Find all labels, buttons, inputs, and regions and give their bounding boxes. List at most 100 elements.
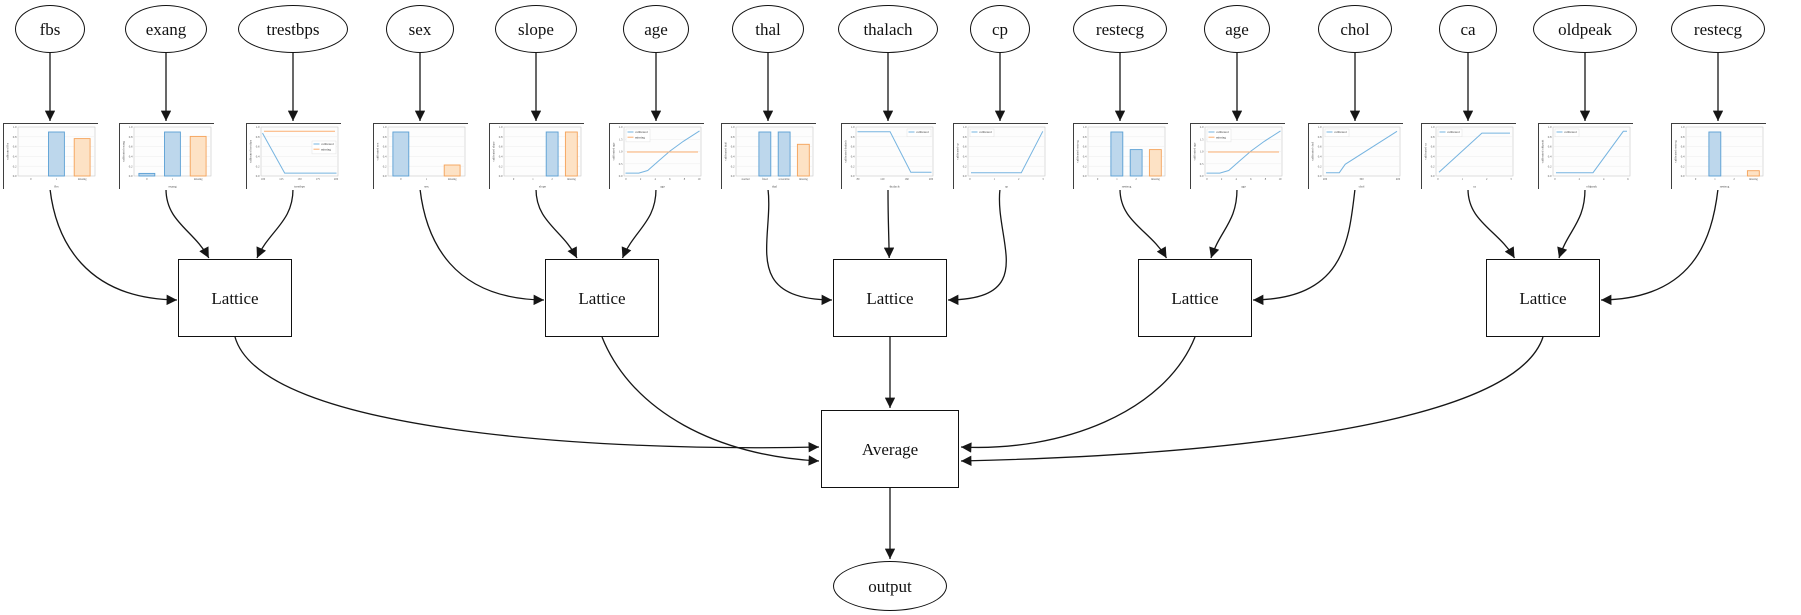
svg-text:1.0: 1.0	[962, 125, 966, 129]
feature-node-thal: thal	[732, 5, 804, 53]
svg-text:0.2: 0.2	[255, 164, 259, 168]
svg-text:0.0: 0.0	[12, 174, 16, 178]
lattice-node-2: Lattice	[545, 259, 659, 337]
svg-text:0: 0	[512, 178, 514, 181]
svg-text:age: age	[1241, 185, 1246, 189]
feature-node-trestbps: trestbps	[238, 5, 348, 53]
svg-text:0: 0	[1096, 178, 1098, 181]
svg-text:calibrated restecg: calibrated restecg	[1673, 140, 1677, 163]
feature-label: restecg	[1693, 19, 1743, 39]
svg-text:missing: missing	[1216, 135, 1226, 139]
svg-text:0.8: 0.8	[1317, 135, 1321, 139]
svg-text:exang: exang	[168, 185, 176, 189]
feature-label: thal	[755, 19, 781, 39]
svg-text:0.8: 0.8	[850, 135, 854, 139]
edge-lattice-5-to-average	[960, 336, 1544, 466]
svg-text:2: 2	[1017, 178, 1019, 181]
svg-text:calibrated restecg: calibrated restecg	[1075, 140, 1079, 163]
svg-text:0.2: 0.2	[1082, 164, 1086, 168]
edge-calibrator-8-to-lattice-3	[947, 188, 1007, 306]
svg-text:80: 80	[856, 178, 859, 181]
lattice-node-3: Lattice	[833, 259, 947, 337]
edge-calibrator-0-to-lattice-1	[49, 188, 178, 306]
plot-legend	[1324, 128, 1349, 137]
svg-text:4: 4	[654, 178, 656, 181]
svg-text:0: 0	[30, 178, 32, 181]
svg-text:160: 160	[904, 178, 909, 181]
svg-text:thalach: thalach	[889, 185, 899, 189]
svg-text:2: 2	[1733, 178, 1735, 181]
svg-text:0.0: 0.0	[850, 174, 854, 178]
svg-text:calibrated: calibrated	[1334, 130, 1347, 134]
svg-text:2: 2	[1135, 178, 1137, 181]
svg-text:calibrated cp: calibrated cp	[955, 143, 959, 160]
svg-text:0.2: 0.2	[850, 164, 854, 168]
svg-text:0.8: 0.8	[382, 135, 386, 139]
lattice-label: Lattice	[1171, 288, 1219, 308]
svg-text:0.6: 0.6	[962, 145, 966, 149]
svg-text:0.0: 0.0	[730, 174, 734, 178]
lattice-node-5: Lattice	[1486, 259, 1600, 337]
svg-text:normal: normal	[741, 178, 749, 181]
svg-text:0.2: 0.2	[498, 164, 502, 168]
feature-label: age	[1225, 19, 1249, 39]
edge-calibrator-7-to-lattice-3	[883, 188, 895, 259]
svg-text:missing: missing	[1151, 178, 1160, 181]
svg-text:0.0: 0.0	[1430, 174, 1434, 178]
feature-label: restecg	[1095, 19, 1145, 39]
lattice-label: Lattice	[578, 288, 626, 308]
svg-text:1.0: 1.0	[1082, 125, 1086, 129]
svg-text:6: 6	[669, 178, 671, 181]
svg-text:0.6: 0.6	[382, 145, 386, 149]
svg-text:1.0: 1.0	[1547, 125, 1551, 129]
svg-text:0.6: 0.6	[128, 145, 132, 149]
svg-text:0.8: 0.8	[12, 135, 16, 139]
svg-text:100: 100	[260, 178, 265, 181]
svg-text:0.8: 0.8	[730, 135, 734, 139]
svg-text:0.2: 0.2	[12, 164, 16, 168]
svg-text:0: 0	[969, 178, 971, 181]
svg-text:0: 0	[146, 178, 148, 181]
edge-calibrator-12-to-lattice-5	[1467, 188, 1516, 259]
svg-text:1.0: 1.0	[850, 125, 854, 129]
svg-text:0.8: 0.8	[1430, 135, 1434, 139]
feature-node-chol: chol	[1318, 5, 1392, 53]
edge-calibrator-10-to-lattice-4	[1209, 188, 1238, 259]
average-label: Average	[861, 439, 919, 459]
plot-legend	[906, 128, 931, 137]
svg-text:calibrated: calibrated	[916, 130, 929, 134]
svg-text:1.0: 1.0	[128, 125, 132, 129]
svg-text:oldpeak: oldpeak	[1586, 185, 1597, 189]
lattice-label: Lattice	[211, 288, 259, 308]
svg-text:2: 2	[1485, 178, 1487, 181]
svg-text:0.0: 0.0	[498, 174, 502, 178]
svg-text:calibrated slope: calibrated slope	[491, 141, 495, 162]
svg-text:0.2: 0.2	[382, 164, 386, 168]
svg-text:missing: missing	[193, 178, 202, 181]
svg-text:calibrated fbs: calibrated fbs	[5, 142, 9, 160]
svg-text:calibrated age: calibrated age	[1192, 142, 1196, 160]
edge-lattice-4-to-average	[960, 336, 1196, 453]
edge-calibrator-13-to-lattice-5	[1557, 188, 1586, 259]
svg-text:1.0: 1.0	[730, 125, 734, 129]
feature-node-restecg: restecg	[1671, 5, 1765, 53]
svg-text:0.4: 0.4	[850, 155, 854, 159]
svg-text:calibrated: calibrated	[1447, 130, 1460, 134]
svg-text:0.0: 0.0	[1082, 174, 1086, 178]
svg-text:calibrated thal: calibrated thal	[723, 142, 727, 160]
svg-text:0.0: 0.0	[962, 174, 966, 178]
svg-text:1.5: 1.5	[618, 137, 622, 141]
svg-text:1: 1	[993, 178, 995, 181]
feature-label: chol	[1340, 19, 1370, 39]
